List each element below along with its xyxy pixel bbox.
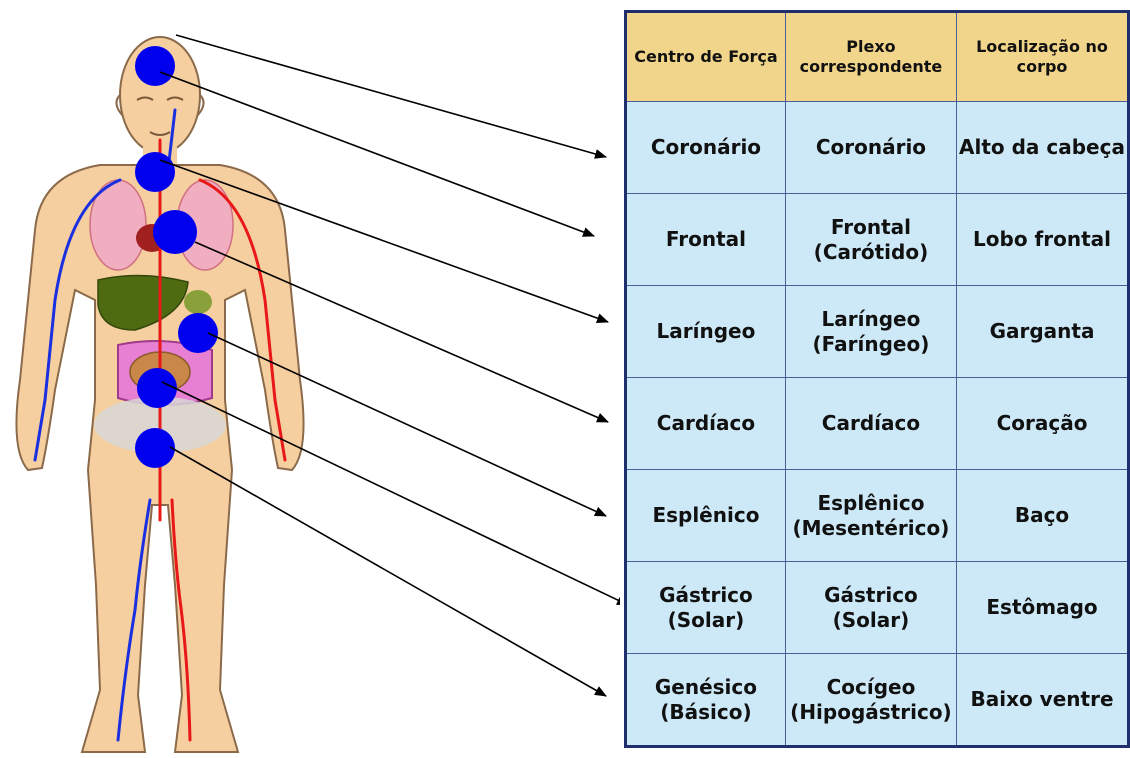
table-row: Laríngeo Laríngeo (Faríngeo) Garganta [626, 286, 1129, 378]
table-cell: Laríngeo [626, 286, 786, 378]
chakra-marker-icon [135, 152, 175, 192]
arrow-icon [208, 333, 606, 516]
table-cell: Gástrico (Solar) [785, 562, 956, 654]
force-centers-table: Centro de Força Plexo correspondente Loc… [624, 10, 1130, 748]
chakra-marker-icon [153, 210, 197, 254]
table-cell: Gástrico (Solar) [626, 562, 786, 654]
header-localizacao-no-corpo: Localização no corpo [957, 12, 1129, 102]
table-cell: Cardíaco [626, 378, 786, 470]
table-cell: Cardíaco [785, 378, 956, 470]
human-body-illustration [0, 0, 620, 758]
chakra-marker-icon [137, 368, 177, 408]
table-cell: Laríngeo (Faríngeo) [785, 286, 956, 378]
arrow-icon [176, 35, 606, 157]
table-cell: Alto da cabeça [957, 102, 1129, 194]
table-cell: Frontal [626, 194, 786, 286]
table-row: Coronário Coronário Alto da cabeça [626, 102, 1129, 194]
table-cell: Esplênico (Mesentérico) [785, 470, 956, 562]
table-cell: Baixo ventre [957, 654, 1129, 747]
table-cell: Coronário [785, 102, 956, 194]
table-row: Frontal Frontal (Carótido) Lobo frontal [626, 194, 1129, 286]
table-cell: Genésico (Básico) [626, 654, 786, 747]
table-row: Esplênico Esplênico (Mesentérico) Baço [626, 470, 1129, 562]
table-cell: Lobo frontal [957, 194, 1129, 286]
table-cell: Garganta [957, 286, 1129, 378]
table-cell: Coronário [626, 102, 786, 194]
table-cell: Baço [957, 470, 1129, 562]
table-row: Genésico (Básico) Cocígeo (Hipogástrico)… [626, 654, 1129, 747]
header-plexo-correspondente: Plexo correspondente [785, 12, 956, 102]
table-cell: Esplênico [626, 470, 786, 562]
arrows [160, 35, 620, 696]
table-cell: Cocígeo (Hipogástrico) [785, 654, 956, 747]
chakra-marker-icon [135, 46, 175, 86]
chakra-marker-icon [178, 313, 218, 353]
table-row: Gástrico (Solar) Gástrico (Solar) Estôma… [626, 562, 1129, 654]
table-cell: Coração [957, 378, 1129, 470]
table-row: Cardíaco Cardíaco Coração [626, 378, 1129, 470]
table-header-row: Centro de Força Plexo correspondente Loc… [626, 12, 1129, 102]
table-cell: Frontal (Carótido) [785, 194, 956, 286]
header-centro-de-forca: Centro de Força [626, 12, 786, 102]
stomach [184, 290, 212, 314]
chakra-marker-icon [135, 428, 175, 468]
arrow-icon [170, 447, 606, 696]
table-cell: Estômago [957, 562, 1129, 654]
